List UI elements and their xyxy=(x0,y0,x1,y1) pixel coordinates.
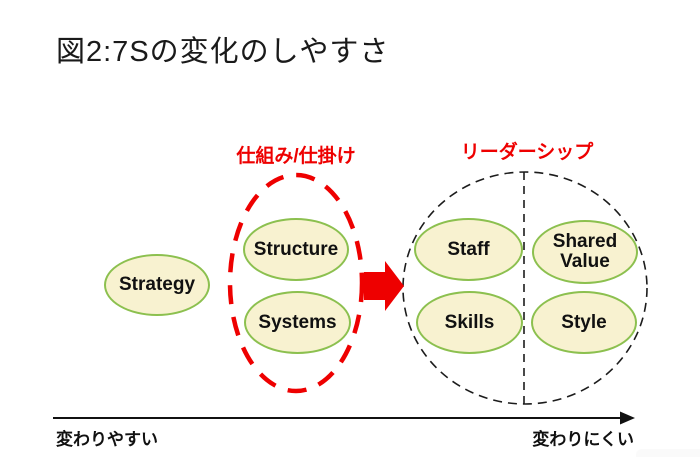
leadership-group-label: リーダーシップ xyxy=(460,142,594,163)
style-ellipse: Style xyxy=(531,291,637,354)
systems-label: Systems xyxy=(258,311,337,333)
leadership-dashed-circle-icon xyxy=(402,171,648,405)
systems-ellipse: Systems xyxy=(244,291,351,354)
mechanism-dashed-ellipse-icon xyxy=(227,172,365,394)
axis-arrowhead-icon xyxy=(620,411,635,425)
staff-ellipse: Staff xyxy=(414,218,523,281)
mechanism-group-label: 仕組み/仕掛け xyxy=(236,146,356,167)
page-title: 図2:7Sの変化のしやすさ xyxy=(56,36,390,68)
style-label: Style xyxy=(561,311,607,333)
strategy-label: Strategy xyxy=(118,274,196,296)
axis-right-label: 変わりにくい xyxy=(532,430,634,449)
skills-ellipse: Skills xyxy=(416,291,523,354)
shared-value-ellipse: Shared Value xyxy=(532,220,638,284)
strategy-ellipse: Strategy xyxy=(104,254,210,316)
shared-value-label: Shared Value xyxy=(552,231,618,272)
axis-left-label: 変わりやすい xyxy=(56,430,158,449)
transform-arrow-icon xyxy=(364,261,404,311)
structure-ellipse: Structure xyxy=(243,218,349,281)
staff-label: Staff xyxy=(447,238,490,260)
structure-label: Structure xyxy=(253,238,339,260)
skills-label: Skills xyxy=(444,311,495,333)
corner-artifact xyxy=(636,449,700,457)
